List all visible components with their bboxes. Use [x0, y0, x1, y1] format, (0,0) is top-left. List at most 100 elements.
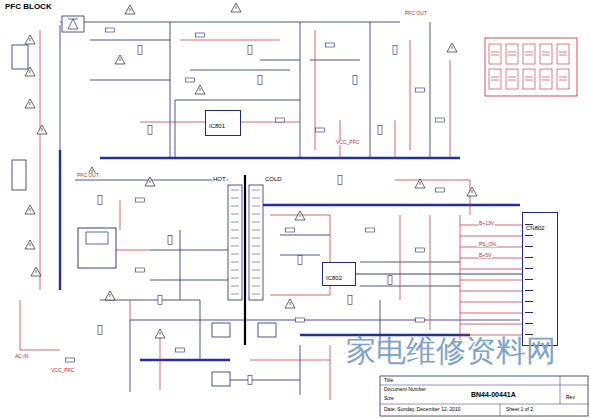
winding [231, 238, 260, 239]
connector-pin [525, 323, 533, 324]
winding [231, 198, 260, 199]
connector-pin [525, 235, 533, 236]
warning-triangle [231, 3, 241, 12]
transformer-secondary [249, 185, 263, 300]
warning-mark [130, 8, 131, 11]
warning-mark [420, 182, 421, 185]
diode-symbol [68, 19, 78, 29]
title-block-grid [380, 376, 588, 416]
capacitor-plate [491, 77, 499, 80]
passive-part [168, 236, 172, 245]
passive-part [436, 118, 445, 122]
connector-block: CN802 [522, 212, 558, 346]
capacitor [540, 44, 552, 64]
winding [231, 230, 260, 231]
transformer-primary [228, 185, 242, 300]
capacitor-plate [542, 52, 550, 55]
passive-part [186, 78, 195, 82]
passive-part [388, 276, 392, 285]
passive-part [338, 176, 342, 185]
warning-mark [30, 70, 31, 73]
warning-mark [150, 180, 151, 183]
warning-mark [110, 294, 111, 297]
capacitor-plate [525, 77, 533, 80]
capacitor-plate [559, 77, 567, 80]
passive-part [106, 28, 115, 32]
optocoupler [258, 323, 276, 337]
signal-label: PS_ON [478, 242, 497, 247]
warning-mark [160, 332, 161, 335]
warning-mark [30, 102, 31, 105]
capacitor-plate [491, 52, 499, 55]
signal-label: VCC_PFC [50, 368, 75, 373]
signal-label: PFC OUT [76, 173, 100, 178]
ic-box: IC801 [205, 110, 241, 136]
capacitor-plate [508, 52, 516, 55]
connector-pin [525, 246, 533, 247]
capacitor [540, 69, 552, 89]
capacitor [523, 69, 535, 89]
winding [231, 278, 260, 279]
wire-connector [356, 274, 522, 275]
capacitor-plate [508, 77, 516, 80]
capacitor [489, 69, 501, 89]
warning-mark [236, 6, 237, 9]
part-designator: CN802 [526, 225, 545, 231]
connector-pin [525, 312, 533, 313]
warning-triangle [285, 299, 295, 308]
part-designator: IC801 [209, 123, 225, 129]
connector-pin [525, 224, 533, 225]
passive-part [276, 118, 285, 122]
winding [231, 262, 260, 263]
winding [231, 254, 260, 255]
warning-mark [452, 46, 453, 49]
component-symbols [25, 3, 569, 385]
warning-mark [42, 128, 43, 131]
warning-triangle [115, 55, 125, 64]
capacitor-plate [542, 77, 550, 80]
title-block-frame [380, 376, 588, 416]
passive-part [393, 46, 397, 55]
winding [231, 190, 260, 191]
signal-label: Sheet 1 of 2 [505, 407, 534, 412]
warning-mark [30, 243, 31, 246]
passive-part [248, 46, 252, 55]
isolation-barrier [244, 175, 246, 345]
winding [231, 294, 260, 295]
signal-label: Size [383, 396, 395, 401]
warning-triangle [447, 43, 457, 52]
warning-triangle [125, 5, 135, 14]
passive-part [416, 248, 425, 252]
passive-part [136, 268, 145, 272]
connector-pin [525, 279, 533, 280]
winding [231, 214, 260, 215]
passive-part [378, 126, 382, 135]
passive-part [158, 296, 162, 305]
warning-triangle [31, 267, 41, 276]
watermark: 家电维修资料网 [345, 336, 557, 366]
bulk-capacitor-bank [485, 38, 577, 96]
ic-box: IC802 [322, 262, 356, 286]
winding [231, 222, 260, 223]
passive-part [136, 198, 145, 202]
passive-part [148, 126, 152, 135]
warning-triangle [25, 67, 35, 76]
warning-mark [30, 38, 31, 41]
capacitor [506, 69, 518, 89]
passive-part [353, 76, 357, 85]
optocoupler [212, 372, 230, 386]
winding [231, 270, 260, 271]
passive-part [348, 296, 352, 305]
passive-part [296, 318, 305, 322]
warning-mark [36, 270, 37, 273]
capacitor [506, 44, 518, 64]
passive-part [176, 348, 185, 352]
winding [231, 206, 260, 207]
connector-pin [525, 301, 533, 302]
passive-part [98, 196, 102, 205]
fuse-holder [12, 160, 26, 190]
part-designator: IC802 [326, 275, 342, 281]
passive-part [298, 256, 302, 265]
connector-pin [525, 290, 533, 291]
